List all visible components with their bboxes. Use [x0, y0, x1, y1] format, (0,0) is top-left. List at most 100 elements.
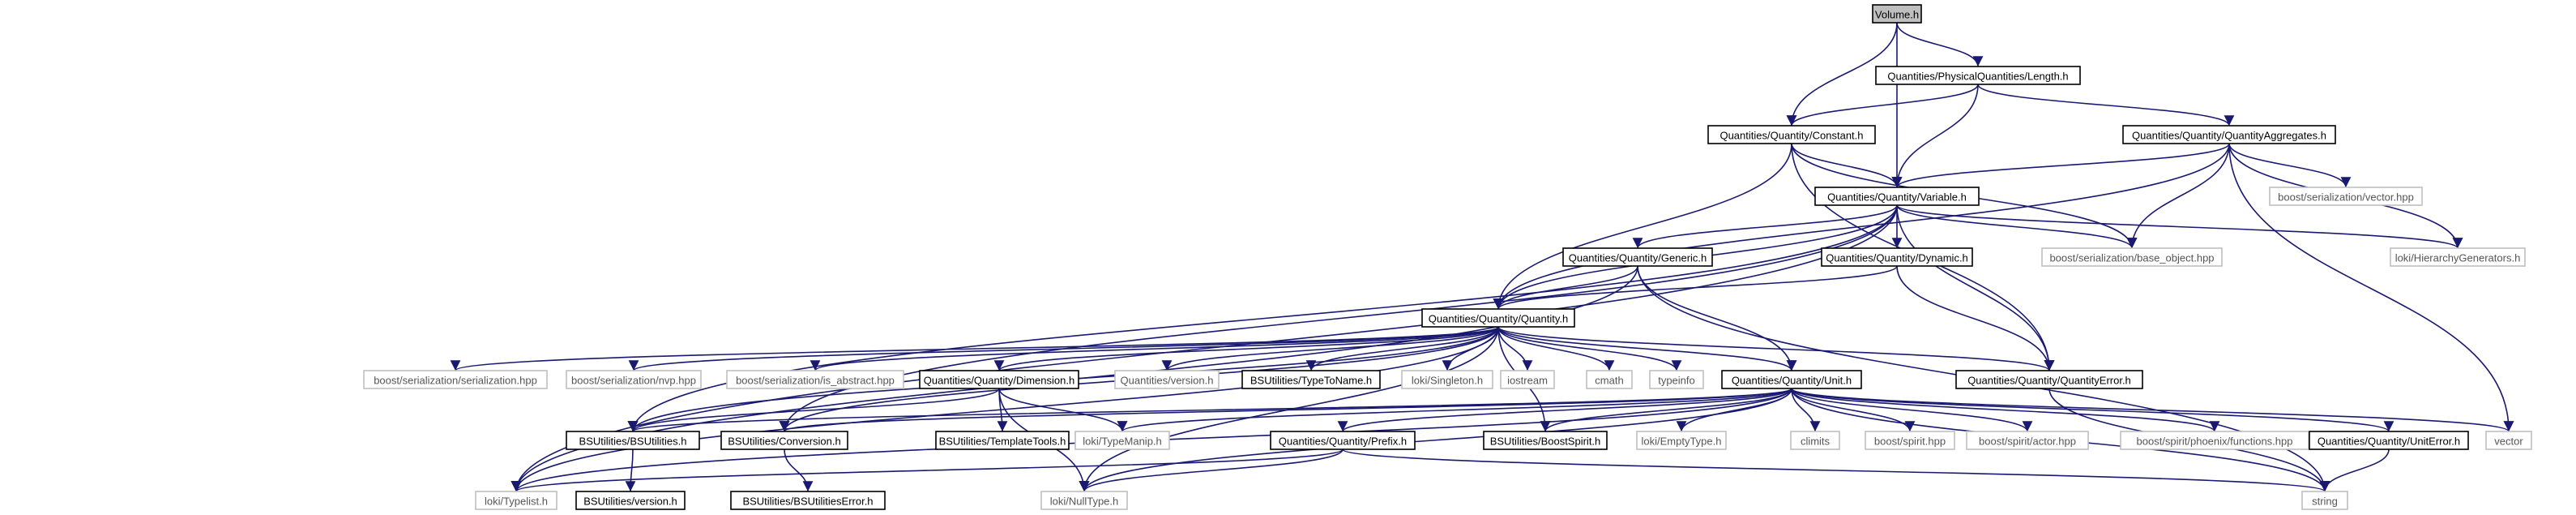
node-variable[interactable]: Quantities/Quantity/Variable.h — [1814, 187, 1980, 206]
node-box — [1649, 370, 1704, 389]
node-unit[interactable]: Quantities/Quantity/Unit.h — [1721, 370, 1862, 389]
node-box — [475, 491, 557, 510]
edge-aggregates-to-quantity — [1493, 143, 2230, 310]
edge-arrow — [779, 204, 1898, 432]
edge-arrow — [1497, 326, 1682, 371]
edge-arrow — [1977, 84, 2235, 127]
edge-arrow — [784, 448, 814, 492]
edge-arrow — [1896, 22, 1984, 67]
node-emptytype: loki/EmptyType.h — [1636, 431, 1727, 450]
node-label: Quantities/Quantity/Generic.h — [1569, 252, 1707, 264]
node-bsuerror[interactable]: BSUtilities/BSUtilitiesError.h — [730, 491, 886, 510]
edge-dynamic-to-qerror — [1896, 265, 2055, 371]
node-label: boost/serialization/nvp.hpp — [571, 375, 696, 387]
node-box — [2120, 431, 2309, 450]
node-box — [726, 370, 904, 389]
edge-arrow — [1791, 388, 2514, 432]
edge-variable-to-conversion — [779, 204, 1898, 432]
node-label: vector — [2494, 436, 2523, 448]
node-label: Quantities/Quantity/Quantity.h — [1429, 313, 1568, 325]
node-label: Quantities/version.h — [1121, 375, 1214, 387]
edge-arrow — [1891, 84, 1979, 188]
edge-unit-to-uniterror — [1791, 388, 2394, 432]
node-boostspirit[interactable]: BSUtilities/BoostSpirit.h — [1483, 431, 1608, 450]
node-label: boost/serialization/vector.hpp — [2278, 191, 2414, 204]
edge-variable-to-bsutilities — [627, 204, 1898, 432]
node-typemanip: loki/TypeManip.h — [1074, 431, 1170, 450]
node-box — [1586, 370, 1633, 389]
edge-quantity-to-unit — [1497, 326, 1797, 371]
node-box — [1270, 431, 1416, 450]
edge-arrow — [810, 326, 1499, 371]
edge-arrow — [627, 388, 1000, 432]
node-dimension[interactable]: Quantities/Quantity/Dimension.h — [919, 370, 1079, 389]
edge-arrow — [1791, 143, 1903, 188]
edge-arrow — [2126, 143, 2230, 249]
node-box — [1707, 125, 1876, 144]
node-box — [566, 370, 702, 389]
node-generic[interactable]: Quantities/Quantity/Generic.h — [1562, 247, 1713, 267]
node-quantity[interactable]: Quantities/Quantity/Quantity.h — [1421, 308, 1575, 328]
edge-arrow — [1791, 388, 2394, 432]
node-phoenix: boost/spirit/phoenix/functions.hpp — [2120, 431, 2309, 450]
node-constant[interactable]: Quantities/Quantity/Constant.h — [1707, 125, 1876, 144]
edge-quantity-to-typelist — [511, 326, 1499, 492]
node-label: BSUtilities/version.h — [583, 496, 677, 508]
node-box — [1955, 370, 2143, 389]
node-dynamic[interactable]: Quantities/Quantity/Dynamic.h — [1821, 247, 1973, 267]
node-box — [1821, 247, 1973, 267]
edge-unit-to-boostspirit — [1540, 388, 1792, 432]
edge-unit-to-climits — [1791, 388, 1821, 432]
edge-unit-to-phoenix — [1791, 388, 2220, 432]
node-label: Volume.h — [1875, 9, 1919, 21]
node-length[interactable]: Quantities/PhysicalQuantities/Length.h — [1875, 66, 2081, 85]
node-label: Quantities/Quantity/UnitError.h — [2318, 436, 2460, 448]
edge-arrow — [1791, 388, 2220, 432]
node-uniterror[interactable]: Quantities/Quantity/UnitError.h — [2309, 431, 2469, 450]
node-label: boost/spirit.hpp — [1874, 436, 1946, 448]
node-bsutilities[interactable]: BSUtilities/BSUtilities.h — [566, 431, 700, 450]
edge-arrow — [1791, 388, 2033, 432]
edge-arrow — [1305, 326, 1499, 371]
edge-arrow — [1342, 448, 2330, 492]
node-box — [1562, 247, 1713, 267]
node-label: loki/Typelist.h — [485, 496, 548, 508]
node-singleton: loki/Singleton.h — [1401, 370, 1493, 389]
node-label: loki/NullType.h — [1050, 496, 1119, 508]
edge-variable-to-base_object — [1896, 204, 2138, 249]
node-qerror[interactable]: Quantities/Quantity/QuantityError.h — [1955, 370, 2143, 389]
edge-arrow — [1896, 204, 2138, 249]
edge-unit-to-actor — [1791, 388, 2033, 432]
node-label: loki/EmptyType.h — [1642, 436, 1722, 448]
node-bsversion[interactable]: BSUtilities/version.h — [575, 491, 686, 510]
node-prefix[interactable]: Quantities/Quantity/Prefix.h — [1270, 431, 1416, 450]
node-label: loki/TypeManip.h — [1083, 436, 1162, 448]
node-label: Quantities/Quantity/Dimension.h — [924, 375, 1074, 387]
node-conversion[interactable]: BSUtilities/Conversion.h — [720, 431, 848, 450]
node-actor: boost/spirit/actor.hpp — [1966, 431, 2089, 450]
node-label: BSUtilities/BoostSpirit.h — [1490, 436, 1601, 448]
node-typetoname[interactable]: BSUtilities/TypeToName.h — [1241, 370, 1381, 389]
edge-arrow — [1896, 204, 2055, 371]
edge-variable-to-hiergen — [1896, 204, 2463, 249]
node-aggregates[interactable]: Quantities/Quantity/QuantityAggregates.h — [2122, 125, 2336, 144]
node-label: boost/spirit/phoenix/functions.hpp — [2137, 436, 2293, 448]
edge-arrow — [1896, 204, 2463, 249]
node-box — [1875, 66, 2081, 85]
edge-arrow — [2228, 143, 2352, 188]
edge-dimension-to-typemanip — [998, 388, 1128, 432]
node-label: BSUtilities/TemplateTools.h — [939, 436, 1066, 448]
node-box — [2269, 187, 2423, 206]
node-volume[interactable]: Volume.h — [1872, 4, 1922, 24]
edge-length-to-aggregates — [1977, 84, 2235, 127]
edge-arrow — [1791, 388, 1916, 432]
edge-arrow — [1497, 326, 1797, 371]
edge-aggregates-to-vector — [2228, 143, 2514, 432]
edge-unit-to-bsutilities — [628, 388, 1792, 432]
node-qversion: Quantities/version.h — [1114, 370, 1220, 389]
node-box — [1040, 491, 1128, 510]
node-label: Quantities/Quantity/Dynamic.h — [1826, 252, 1968, 264]
node-label: Quantities/Quantity/Variable.h — [1827, 191, 1967, 204]
node-templatetools[interactable]: BSUtilities/TemplateTools.h — [935, 431, 1070, 450]
